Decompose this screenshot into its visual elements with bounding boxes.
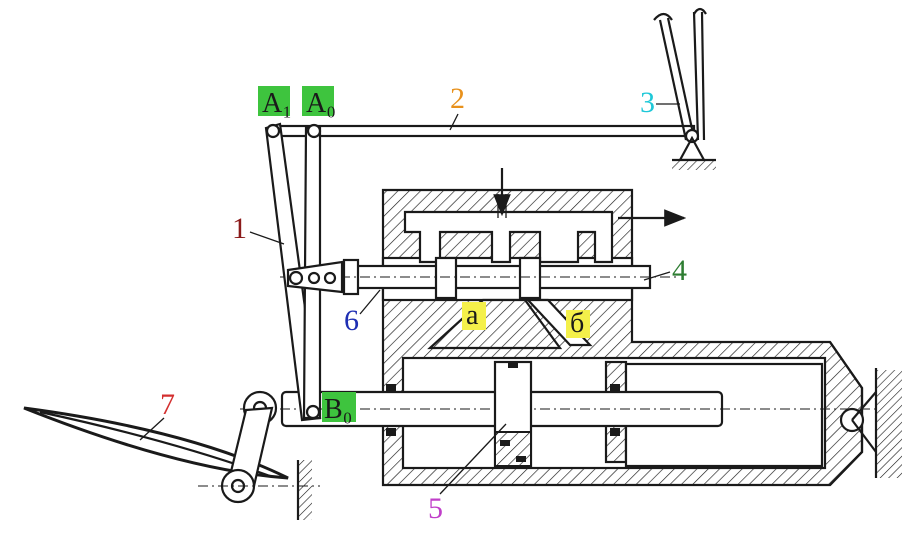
cylinder-end-mount (829, 341, 902, 486)
lever-1 (264, 122, 344, 422)
valve-housing (381, 188, 864, 487)
port-a-label: a (466, 300, 479, 331)
pivot-a0-label: A₀ (306, 88, 336, 119)
pivot-a1-box (258, 86, 290, 116)
rod-label: 2 (450, 82, 465, 115)
piston-label: 5 (428, 492, 443, 525)
plough-7 (23, 390, 320, 520)
port-b-label: б (570, 308, 584, 339)
feedback-link-label: 6 (344, 304, 359, 337)
valve-spool-label: 4 (672, 254, 687, 287)
port-a-box (462, 302, 486, 330)
rod-2 (268, 124, 696, 138)
pivot-b0-label: B₀ (324, 394, 352, 425)
lever-label: 1 (232, 212, 247, 245)
pivot-a1-label: A₁ (262, 88, 292, 119)
valve-spool (280, 256, 680, 300)
pivot-a0-box (302, 86, 334, 116)
handle-label: 3 (640, 86, 655, 119)
pivot-b0-box (322, 392, 356, 422)
flow-arrows (493, 168, 687, 227)
plough-label: 7 (160, 388, 175, 421)
handle-3 (653, 7, 716, 170)
port-b-box (566, 310, 590, 338)
